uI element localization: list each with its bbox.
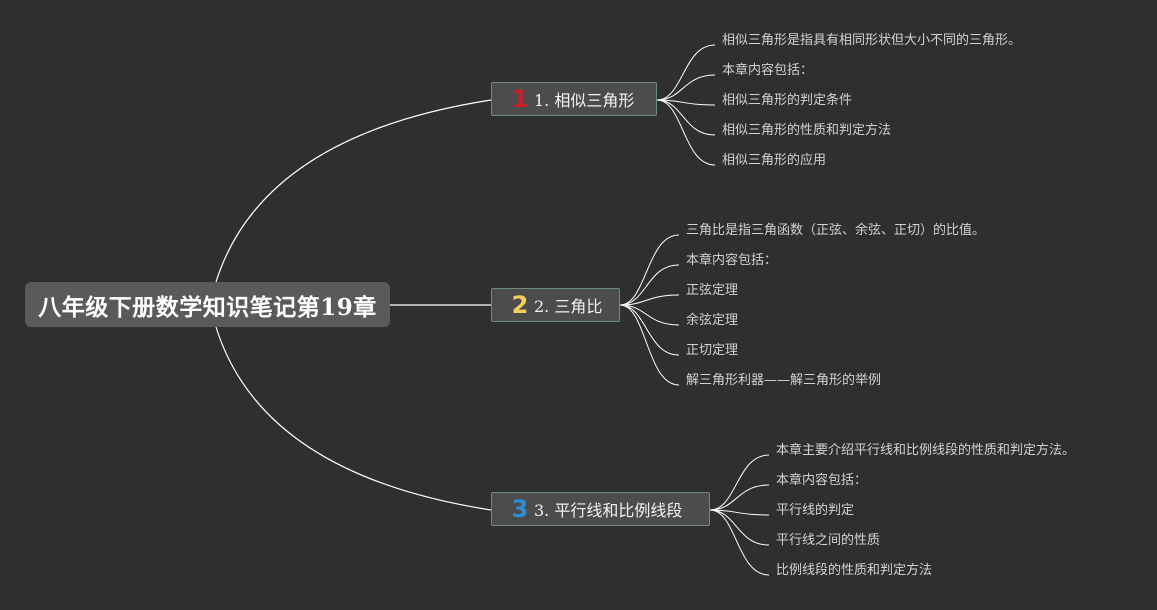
root-topic[interactable]: 八年级下册数学知识笔记第19章	[25, 282, 390, 327]
root-topic-label: 八年级下册数学知识笔记第19章	[38, 293, 377, 321]
connector-branch-3-leaf-4	[709, 509, 770, 546]
leaf-item[interactable]: 平行线之间的性质	[776, 533, 881, 548]
connector-branch-2-leaf-6	[619, 304, 680, 386]
connector-branch-3-leaf-3	[709, 509, 770, 516]
leaf-item[interactable]: 正弦定理	[686, 283, 739, 298]
number-three-icon: 3	[511, 495, 529, 523]
number-one-icon: 1	[511, 85, 529, 113]
connector-branch-2-leaf-5	[619, 304, 680, 356]
leaf-item[interactable]: 本章内容包括：	[686, 253, 778, 268]
leaf-item[interactable]: 余弦定理	[686, 313, 739, 328]
connector-branch-1-leaf-3	[656, 99, 716, 106]
leaf-item[interactable]: 解三角形利器——解三角形的举例	[686, 373, 882, 388]
connector-branch-3-leaf-1	[709, 454, 770, 511]
branch-similar-triangles[interactable]: 1 1. 相似三角形	[491, 82, 657, 116]
connector-branch-2-leaf-1	[619, 234, 680, 306]
connector-branch-2-leaf-3	[619, 294, 680, 306]
connector-root-branch-1	[215, 99, 492, 283]
leaf-item[interactable]: 本章内容包括：	[722, 63, 814, 78]
connector-branch-1-leaf-5	[656, 99, 716, 166]
leaf-item[interactable]: 相似三角形是指具有相同形状但大小不同的三角形。	[722, 33, 1022, 48]
branch-label: 1. 相似三角形	[534, 91, 635, 110]
leaf-item[interactable]: 相似三角形的应用	[722, 153, 827, 168]
connector-branch-1-leaf-4	[656, 99, 716, 136]
connector-branch-1-leaf-2	[656, 74, 716, 101]
leaf-item[interactable]: 相似三角形的判定条件	[722, 93, 853, 108]
leaf-item[interactable]: 相似三角形的性质和判定方法	[722, 123, 892, 138]
connector-root-branch-3	[215, 326, 492, 511]
branch-trig-ratios[interactable]: 2 2. 三角比	[491, 288, 620, 322]
connector-branch-1-leaf-1	[656, 44, 716, 101]
connector-branch-3-leaf-2	[709, 484, 770, 511]
leaf-item[interactable]: 正切定理	[686, 343, 739, 358]
branch-label: 3. 平行线和比例线段	[534, 501, 683, 520]
branch-label: 2. 三角比	[534, 297, 603, 316]
connector-branch-3-leaf-5	[709, 509, 770, 576]
leaf-item[interactable]: 本章主要介绍平行线和比例线段的性质和判定方法。	[776, 443, 1076, 458]
connector-branch-2-leaf-4	[619, 304, 680, 326]
branch-parallel-lines[interactable]: 3 3. 平行线和比例线段	[491, 492, 710, 526]
leaf-item[interactable]: 三角比是指三角函数（正弦、余弦、正切）的比值。	[686, 223, 986, 238]
leaf-item[interactable]: 比例线段的性质和判定方法	[776, 563, 933, 578]
leaf-item[interactable]: 平行线的判定	[776, 503, 855, 518]
number-two-icon: 2	[511, 291, 529, 319]
connector-branch-2-leaf-2	[619, 264, 680, 306]
leaf-item[interactable]: 本章内容包括：	[776, 473, 868, 488]
